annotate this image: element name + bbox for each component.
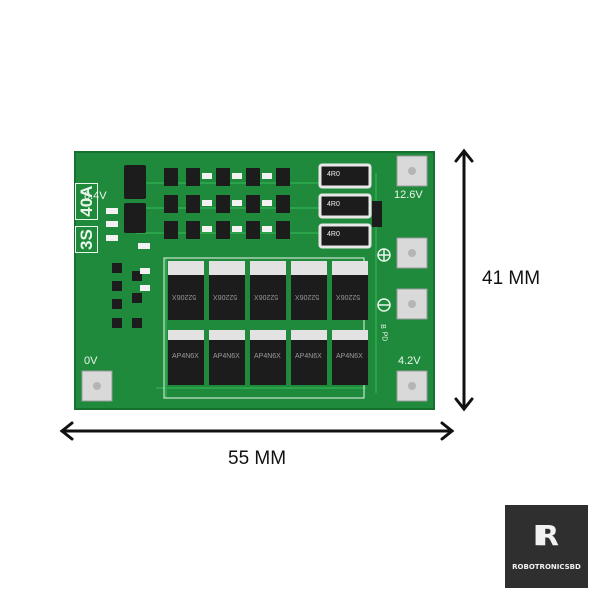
- resistor-code-2: 4R0: [327, 201, 340, 208]
- pcb-artwork: [81, 155, 428, 402]
- width-dimension-label: 55 MM: [228, 448, 287, 469]
- smd-components: [112, 165, 382, 328]
- logo-mark-icon: IR: [533, 519, 559, 552]
- label-12v6: 12.6V: [394, 189, 423, 201]
- smd-resistors: [106, 173, 272, 291]
- mosfet-code: AP4N6X: [336, 353, 363, 360]
- resistor-code-3: 4R0: [327, 231, 340, 238]
- mosfet-code: AP4N6X: [213, 353, 240, 360]
- mosfet-code: AP4N6X: [295, 353, 322, 360]
- solder-pads: [81, 155, 428, 402]
- height-dimension-label: 41 MM: [482, 268, 541, 289]
- mosfet-grid: [163, 257, 368, 399]
- logo-brand-text: ROBOTRONICSBD: [512, 563, 581, 571]
- label-0v: 0V: [84, 355, 98, 367]
- brand-logo: IR ROBOTRONICSBD: [505, 505, 588, 588]
- label-8v4: 8.4V: [84, 190, 107, 202]
- resistor-code-1: 4R0: [327, 171, 340, 178]
- mosfet-code: AP4N6X: [172, 353, 199, 360]
- label-4v2: 4.2V: [398, 355, 421, 367]
- shunt-resistors: [318, 163, 372, 249]
- mosfet-code: AP4N6X: [254, 353, 281, 360]
- silkscreen-marks: [377, 248, 391, 312]
- bms-pcb-board: 8.4V 12.6V 0V 4.2V 3S 40A 4R0 4R0 4R0 PD…: [74, 151, 435, 410]
